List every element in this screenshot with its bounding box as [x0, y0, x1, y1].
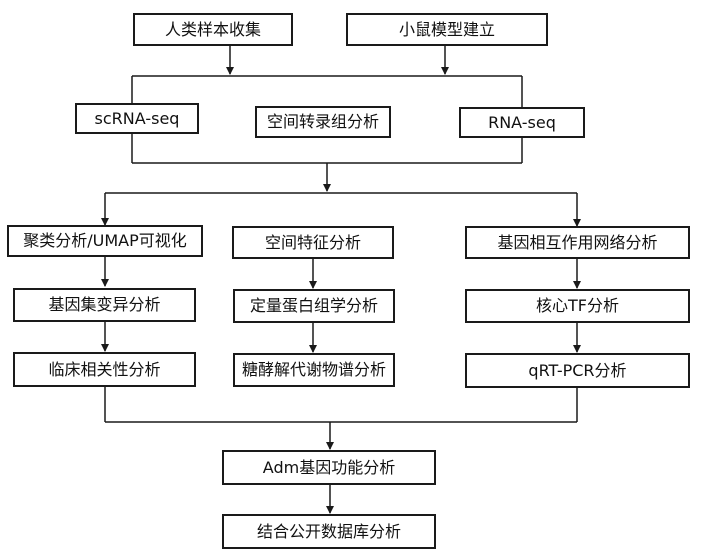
node-mouse-model: 小鼠模型建立	[346, 13, 548, 46]
node-rna-seq: RNA-seq	[459, 107, 585, 138]
node-human-sample: 人类样本收集	[133, 13, 293, 46]
node-adm-function: Adm基因功能分析	[222, 450, 436, 485]
node-core-tf: 核心TF分析	[465, 289, 690, 323]
node-gene-interaction-network: 基因相互作用网络分析	[465, 226, 690, 259]
node-spatial-transcriptome: 空间转录组分析	[255, 106, 391, 138]
node-quantitative-proteomics: 定量蛋白组学分析	[233, 289, 395, 323]
node-scrna-seq: scRNA-seq	[75, 103, 199, 134]
node-glycolysis-metabolome: 糖酵解代谢物谱分析	[233, 353, 395, 387]
node-qrt-pcr: qRT-PCR分析	[465, 353, 690, 388]
node-gene-set-variation: 基因集变异分析	[13, 288, 196, 322]
node-clinical-correlation: 临床相关性分析	[13, 352, 196, 387]
node-clustering-umap: 聚类分析/UMAP可视化	[7, 225, 203, 257]
node-spatial-feature: 空间特征分析	[232, 226, 394, 259]
node-public-database: 结合公开数据库分析	[222, 514, 436, 549]
